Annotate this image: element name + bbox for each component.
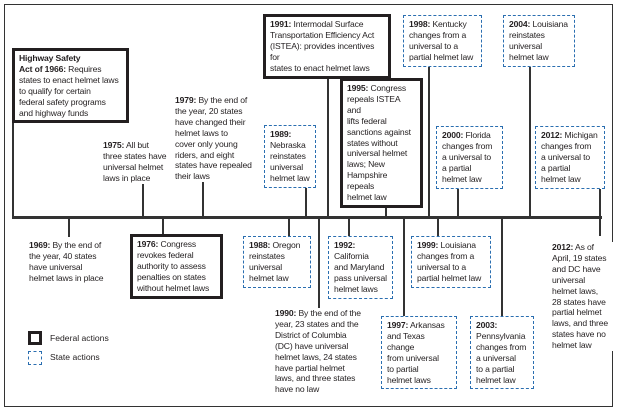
event-description: Florida changes from a universal to a pa… [442,130,493,184]
timeline-tick [327,66,329,217]
timeline-note-1975: 1975: All but three states have universa… [103,140,173,184]
state-action-box-2012m: 2012: Michigan changes from a universal … [535,126,605,189]
state-action-box-1998: 1998: Kentucky changes from a universal … [403,15,482,67]
timeline-note-1969: 1969: By the end of the year, 40 states … [29,240,109,284]
state-legend-icon [28,351,42,365]
timeline-tick [501,218,503,317]
state-legend-label: State actions [50,352,100,362]
event-year: 1992: [334,240,356,250]
federal-action-box-1976: 1976: Congress revokes federal authority… [130,234,223,299]
state-action-box-1992: 1992: California and Maryland pass unive… [328,236,393,299]
timeline-tick [142,182,144,217]
federal-legend-label: Federal actions [50,333,109,343]
timeline-tick [202,182,204,217]
event-description: Requires states to enact helmet laws to … [19,63,119,118]
event-description: All but three states have universal helm… [103,140,167,183]
event-description: Arkansas and Texas change from universal… [387,320,445,385]
state-action-box-1988: 1988: Oregon reinstates universal helmet… [243,236,311,288]
event-year: 1988: [249,240,271,250]
event-description: Kentucky changes from a universal to a p… [409,19,474,62]
timeline-note-1990: 1990: By the end of the year, 23 states … [275,308,365,396]
event-year: 2004: [509,19,531,29]
event-year: 1995: [347,83,369,93]
event-year: 1997: [387,320,409,330]
event-description: Oregon reinstates universal helmet law [249,240,301,283]
state-action-box-1999: 1999: Louisiana changes from a universal… [411,236,491,288]
event-year: 1979: [175,95,197,105]
event-year: 1989: [270,129,292,139]
state-action-box-1989: 1989: Nebraska reinstates universal helm… [264,125,316,188]
event-description: Intermodal Surface Transportation Effici… [270,19,375,73]
timeline-tick [457,186,459,217]
event-description: By the end of the year, 40 states have u… [29,240,104,283]
event-description: Nebraska reinstates universal helmet law [270,139,310,183]
event-description: As of April, 19 states and DC have unive… [552,242,609,351]
event-description: California and Maryland pass universal h… [334,250,387,294]
event-description: Michigan changes from a universal to a p… [541,130,598,184]
timeline-tick [529,66,531,217]
state-action-box-1997: 1997: Arkansas and Texas change from uni… [381,316,457,390]
timeline-note-2012: 2012: As of April, 19 states and DC have… [552,242,614,352]
event-year: 1976: [137,239,159,249]
timeline-tick [348,218,350,237]
timeline-tick [318,218,320,308]
event-year: 2012: [541,130,563,140]
timeline-tick [403,218,405,317]
event-year: 1999: [417,240,439,250]
event-year: 2000: [442,130,464,140]
timeline-tick [428,66,430,217]
timeline-note-1979: 1979: By the end of the year, 20 states … [175,95,255,183]
event-year: Highway Safety Act of 1966: [19,53,81,74]
event-description: Louisiana changes from a universal to a … [417,240,482,283]
event-year: 2012: [552,242,574,252]
event-year: 1990: [275,308,297,318]
federal-action-box-1995: 1995: Congress repeals ISTEA and lifts f… [340,78,423,208]
timeline-tick [437,218,439,237]
timeline-tick [599,186,601,217]
timeline-tick [305,186,307,217]
state-action-box-2003: 2003: Pennsylvania changes from a univer… [470,316,534,390]
event-description: By the end of the year, 20 states have c… [175,95,252,182]
federal-action-box-1966: Highway Safety Act of 1966: Requires sta… [12,48,129,124]
state-action-box-2004: 2004: Louisiana reinstates universal hel… [503,15,575,67]
event-year: 1991: [270,19,292,29]
event-year: 1998: [409,19,431,29]
event-description: By the end of the year, 23 states and th… [275,308,361,395]
event-year: 1969: [29,240,51,250]
state-action-box-2000: 2000: Florida changes from a universal t… [436,126,503,189]
event-description: Congress revokes federal authority to as… [137,239,210,293]
timeline-tick [12,122,14,217]
timeline-axis [12,216,602,219]
federal-action-box-1991: 1991: Intermodal Surface Transportation … [263,14,391,79]
event-description: Louisiana reinstates universal helmet la… [509,19,568,62]
event-description: Congress repeals ISTEA and lifts federal… [347,83,411,203]
event-year: 1975: [103,140,125,150]
timeline-tick [68,218,70,237]
event-description: Pennsylvania changes from a universal to… [476,330,527,385]
timeline-tick [599,218,601,236]
timeline-tick [162,218,164,236]
event-year: 2003: [476,320,498,330]
federal-legend-icon [28,331,42,345]
timeline-tick [288,218,290,237]
diagram-frame [4,4,613,407]
